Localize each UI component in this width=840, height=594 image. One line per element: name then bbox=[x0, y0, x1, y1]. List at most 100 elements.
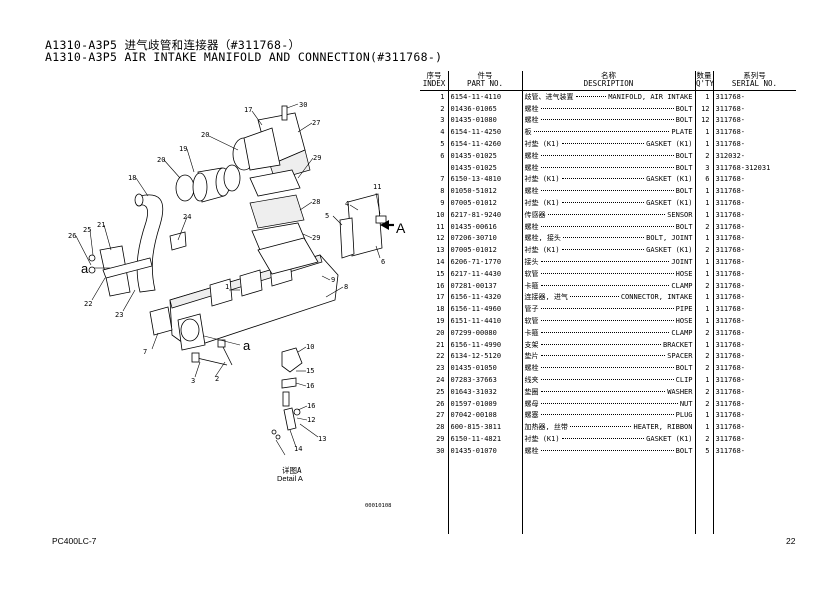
cell-index: 2 bbox=[420, 102, 449, 115]
cell-part-no: 01597-01009 bbox=[448, 397, 523, 410]
cell-qty: 1 bbox=[695, 90, 714, 103]
callout: 28 bbox=[312, 198, 320, 206]
callout: 4 bbox=[345, 200, 349, 208]
leader-dots bbox=[540, 225, 674, 227]
cell-part-no: 600-815-3811 bbox=[448, 421, 523, 434]
cell-index: 30 bbox=[420, 444, 449, 457]
cell-qty: 1 bbox=[695, 374, 714, 386]
cell-index: 23 bbox=[420, 362, 449, 375]
desc-en: PLATE bbox=[671, 128, 693, 137]
desc-cn: 螺栓 bbox=[524, 446, 539, 455]
cell-part-no: 6217-81-9240 bbox=[448, 208, 523, 221]
cell-index: 10 bbox=[420, 208, 449, 221]
cell-serial: 311768- bbox=[715, 376, 746, 385]
desc-en: GASKET (K1) bbox=[646, 199, 693, 208]
leader-dots bbox=[547, 213, 666, 215]
desc-en: CLAMP bbox=[671, 281, 693, 290]
callout: 1 bbox=[225, 283, 229, 291]
cell-serial: 311768- bbox=[715, 269, 746, 278]
desc-en: BRACKET bbox=[662, 340, 693, 349]
callout: 25 bbox=[83, 226, 91, 234]
desc-en: GASKET (K1) bbox=[646, 246, 693, 255]
detail-a-parts-shape bbox=[271, 347, 303, 440]
cell-index: 29 bbox=[420, 433, 449, 445]
cell-part-no: 07005-01012 bbox=[448, 197, 523, 209]
cell-part-no: 6150-13-4810 bbox=[448, 173, 523, 186]
cell-index: 13 bbox=[420, 244, 449, 257]
desc-cn: 螺母 bbox=[524, 399, 539, 408]
cell-qty: 1 bbox=[695, 315, 714, 327]
desc-en: BOLT bbox=[675, 104, 693, 113]
desc-en: NUT bbox=[679, 399, 693, 408]
cell-index: 24 bbox=[420, 374, 449, 386]
desc-en: BOLT bbox=[675, 222, 693, 231]
callout: 22 bbox=[84, 300, 92, 308]
leader-dots bbox=[540, 308, 674, 310]
desc-cn: 螺栓 bbox=[524, 163, 539, 172]
desc-cn: 螺栓 bbox=[524, 187, 539, 196]
callout: 29 bbox=[313, 154, 321, 162]
cell-qty: 1 bbox=[695, 421, 714, 434]
callout: 6 bbox=[381, 258, 385, 266]
callout: 16 bbox=[306, 382, 314, 390]
desc-cn: 螺栓 bbox=[524, 222, 539, 231]
leader-dots bbox=[533, 131, 670, 133]
page-title-en: A1310-A3P5 AIR INTAKE MANIFOLD AND CONNE… bbox=[45, 50, 443, 64]
cell-serial: 311768- bbox=[715, 281, 746, 290]
desc-cn: 加热器, 丝带 bbox=[524, 423, 568, 432]
pipe-shape bbox=[134, 193, 164, 293]
callout: 2 bbox=[215, 375, 219, 383]
leader-dots bbox=[540, 261, 670, 263]
leader-dots bbox=[540, 379, 674, 381]
cell-serial: 311768- bbox=[715, 435, 746, 443]
desc-cn: 衬垫 (K1) bbox=[524, 140, 560, 149]
desc-cn: 管子 bbox=[524, 305, 539, 314]
callout: 11 bbox=[373, 183, 381, 191]
desc-en: WASHER bbox=[667, 387, 693, 396]
cell-index: 4 bbox=[420, 126, 449, 139]
cell-index: 19 bbox=[420, 315, 449, 327]
desc-en: CLIP bbox=[675, 376, 693, 385]
cell-qty: 1 bbox=[695, 208, 714, 221]
cell-index: 20 bbox=[420, 326, 449, 339]
cell-serial: 311768- bbox=[715, 293, 746, 302]
desc-en: CONNECTOR, INTAKE bbox=[620, 293, 693, 302]
cell-index: 27 bbox=[420, 409, 449, 422]
cell-serial: 311768- bbox=[715, 222, 746, 231]
cell-qty: 2 bbox=[695, 397, 714, 410]
leader-dots bbox=[569, 426, 632, 428]
cell-serial: 311768- bbox=[715, 411, 746, 420]
desc-cn: 螺栓 bbox=[524, 151, 539, 160]
desc-en: MANIFOLD, AIR INTAKE bbox=[608, 92, 693, 101]
detail-label-cn: 详图A bbox=[282, 466, 302, 475]
callout: 29 bbox=[312, 234, 320, 242]
cell-qty: 1 bbox=[695, 267, 714, 280]
callout: 19 bbox=[179, 145, 187, 153]
cell-qty: 2 bbox=[695, 244, 714, 257]
cell-qty: 1 bbox=[695, 256, 714, 268]
desc-cn: 螺栓, 接头 bbox=[524, 234, 561, 243]
cell-description: 螺栓 BOLT bbox=[522, 149, 696, 162]
cell-qty: 1 bbox=[695, 338, 714, 351]
cell-part-no: 01643-31032 bbox=[448, 385, 523, 398]
cell-index: 12 bbox=[420, 232, 449, 245]
desc-en: BOLT bbox=[675, 151, 693, 160]
leader-dots bbox=[540, 390, 666, 392]
